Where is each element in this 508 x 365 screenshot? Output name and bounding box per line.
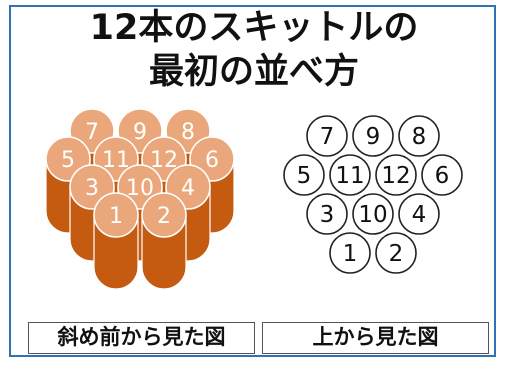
title-line-2: 最初の並べ方 bbox=[148, 52, 359, 92]
pin-circle-outline bbox=[398, 115, 440, 157]
pin-cylinder: 2 bbox=[141, 192, 187, 290]
pin-circle-outline bbox=[421, 154, 463, 196]
pin-circle-outline bbox=[306, 115, 348, 157]
pin-top bbox=[141, 192, 187, 238]
caption-perspective-view: 斜め前から見た図 bbox=[28, 322, 255, 354]
pin-number-label: 10 bbox=[126, 176, 154, 201]
pin-circle: 4 bbox=[398, 193, 440, 235]
pin-number-label: 5 bbox=[61, 148, 75, 173]
pin-number-label: 11 bbox=[102, 148, 130, 173]
pin-circle: 1 bbox=[329, 232, 371, 274]
pin-number-label: 9 bbox=[133, 120, 147, 145]
pin-number-label: 12 bbox=[150, 148, 178, 173]
pin-circle: 11 bbox=[329, 154, 371, 196]
pin-circle: 10 bbox=[352, 193, 394, 235]
pin-circle-number: 2 bbox=[389, 241, 404, 267]
pin-circle-number: 7 bbox=[320, 124, 335, 150]
pin-circle: 5 bbox=[283, 154, 325, 196]
pin-circle: 2 bbox=[375, 232, 417, 274]
title-line-1: 12本のスキットルの bbox=[89, 8, 419, 48]
pin-circle-number: 6 bbox=[435, 163, 450, 189]
pin-circle-number: 8 bbox=[412, 124, 427, 150]
pin-circle-outline bbox=[375, 232, 417, 274]
pin-circle-number: 11 bbox=[335, 163, 364, 189]
pin-circle-outline bbox=[329, 232, 371, 274]
pin-number-label: 7 bbox=[85, 120, 99, 145]
pin-circle-outline bbox=[306, 193, 348, 235]
pin-number-label: 4 bbox=[181, 176, 195, 201]
pin-circle: 7 bbox=[306, 115, 348, 157]
pin-circle-number: 5 bbox=[297, 163, 312, 189]
pin-circle-outline bbox=[375, 154, 417, 196]
pin-number-label: 2 bbox=[157, 204, 171, 229]
pin-circle-outline bbox=[398, 193, 440, 235]
pin-number-label: 3 bbox=[85, 176, 99, 201]
caption-top-view: 上から見た図 bbox=[262, 322, 489, 354]
pin-number-label: 6 bbox=[205, 148, 219, 173]
pin-circle-number: 9 bbox=[366, 124, 381, 150]
pin-circle-number: 1 bbox=[343, 241, 358, 267]
pin-circle-number: 4 bbox=[412, 202, 427, 228]
pin-circle-outline bbox=[329, 154, 371, 196]
pin-circle-number: 3 bbox=[320, 202, 335, 228]
pin-circle-number: 10 bbox=[358, 202, 387, 228]
pin-circle-outline bbox=[352, 193, 394, 235]
pin-circle: 8 bbox=[398, 115, 440, 157]
pin-number-label: 8 bbox=[181, 120, 195, 145]
pin-circle-number: 12 bbox=[381, 163, 410, 189]
pin-cylinder: 1 bbox=[93, 192, 139, 290]
pin-circle: 9 bbox=[352, 115, 394, 157]
pin-circle: 12 bbox=[375, 154, 417, 196]
pin-circle: 3 bbox=[306, 193, 348, 235]
pin-circle: 6 bbox=[421, 154, 463, 196]
pin-circle-outline bbox=[352, 115, 394, 157]
pin-top bbox=[93, 192, 139, 238]
pin-circle-outline bbox=[283, 154, 325, 196]
pin-number-label: 1 bbox=[109, 204, 123, 229]
